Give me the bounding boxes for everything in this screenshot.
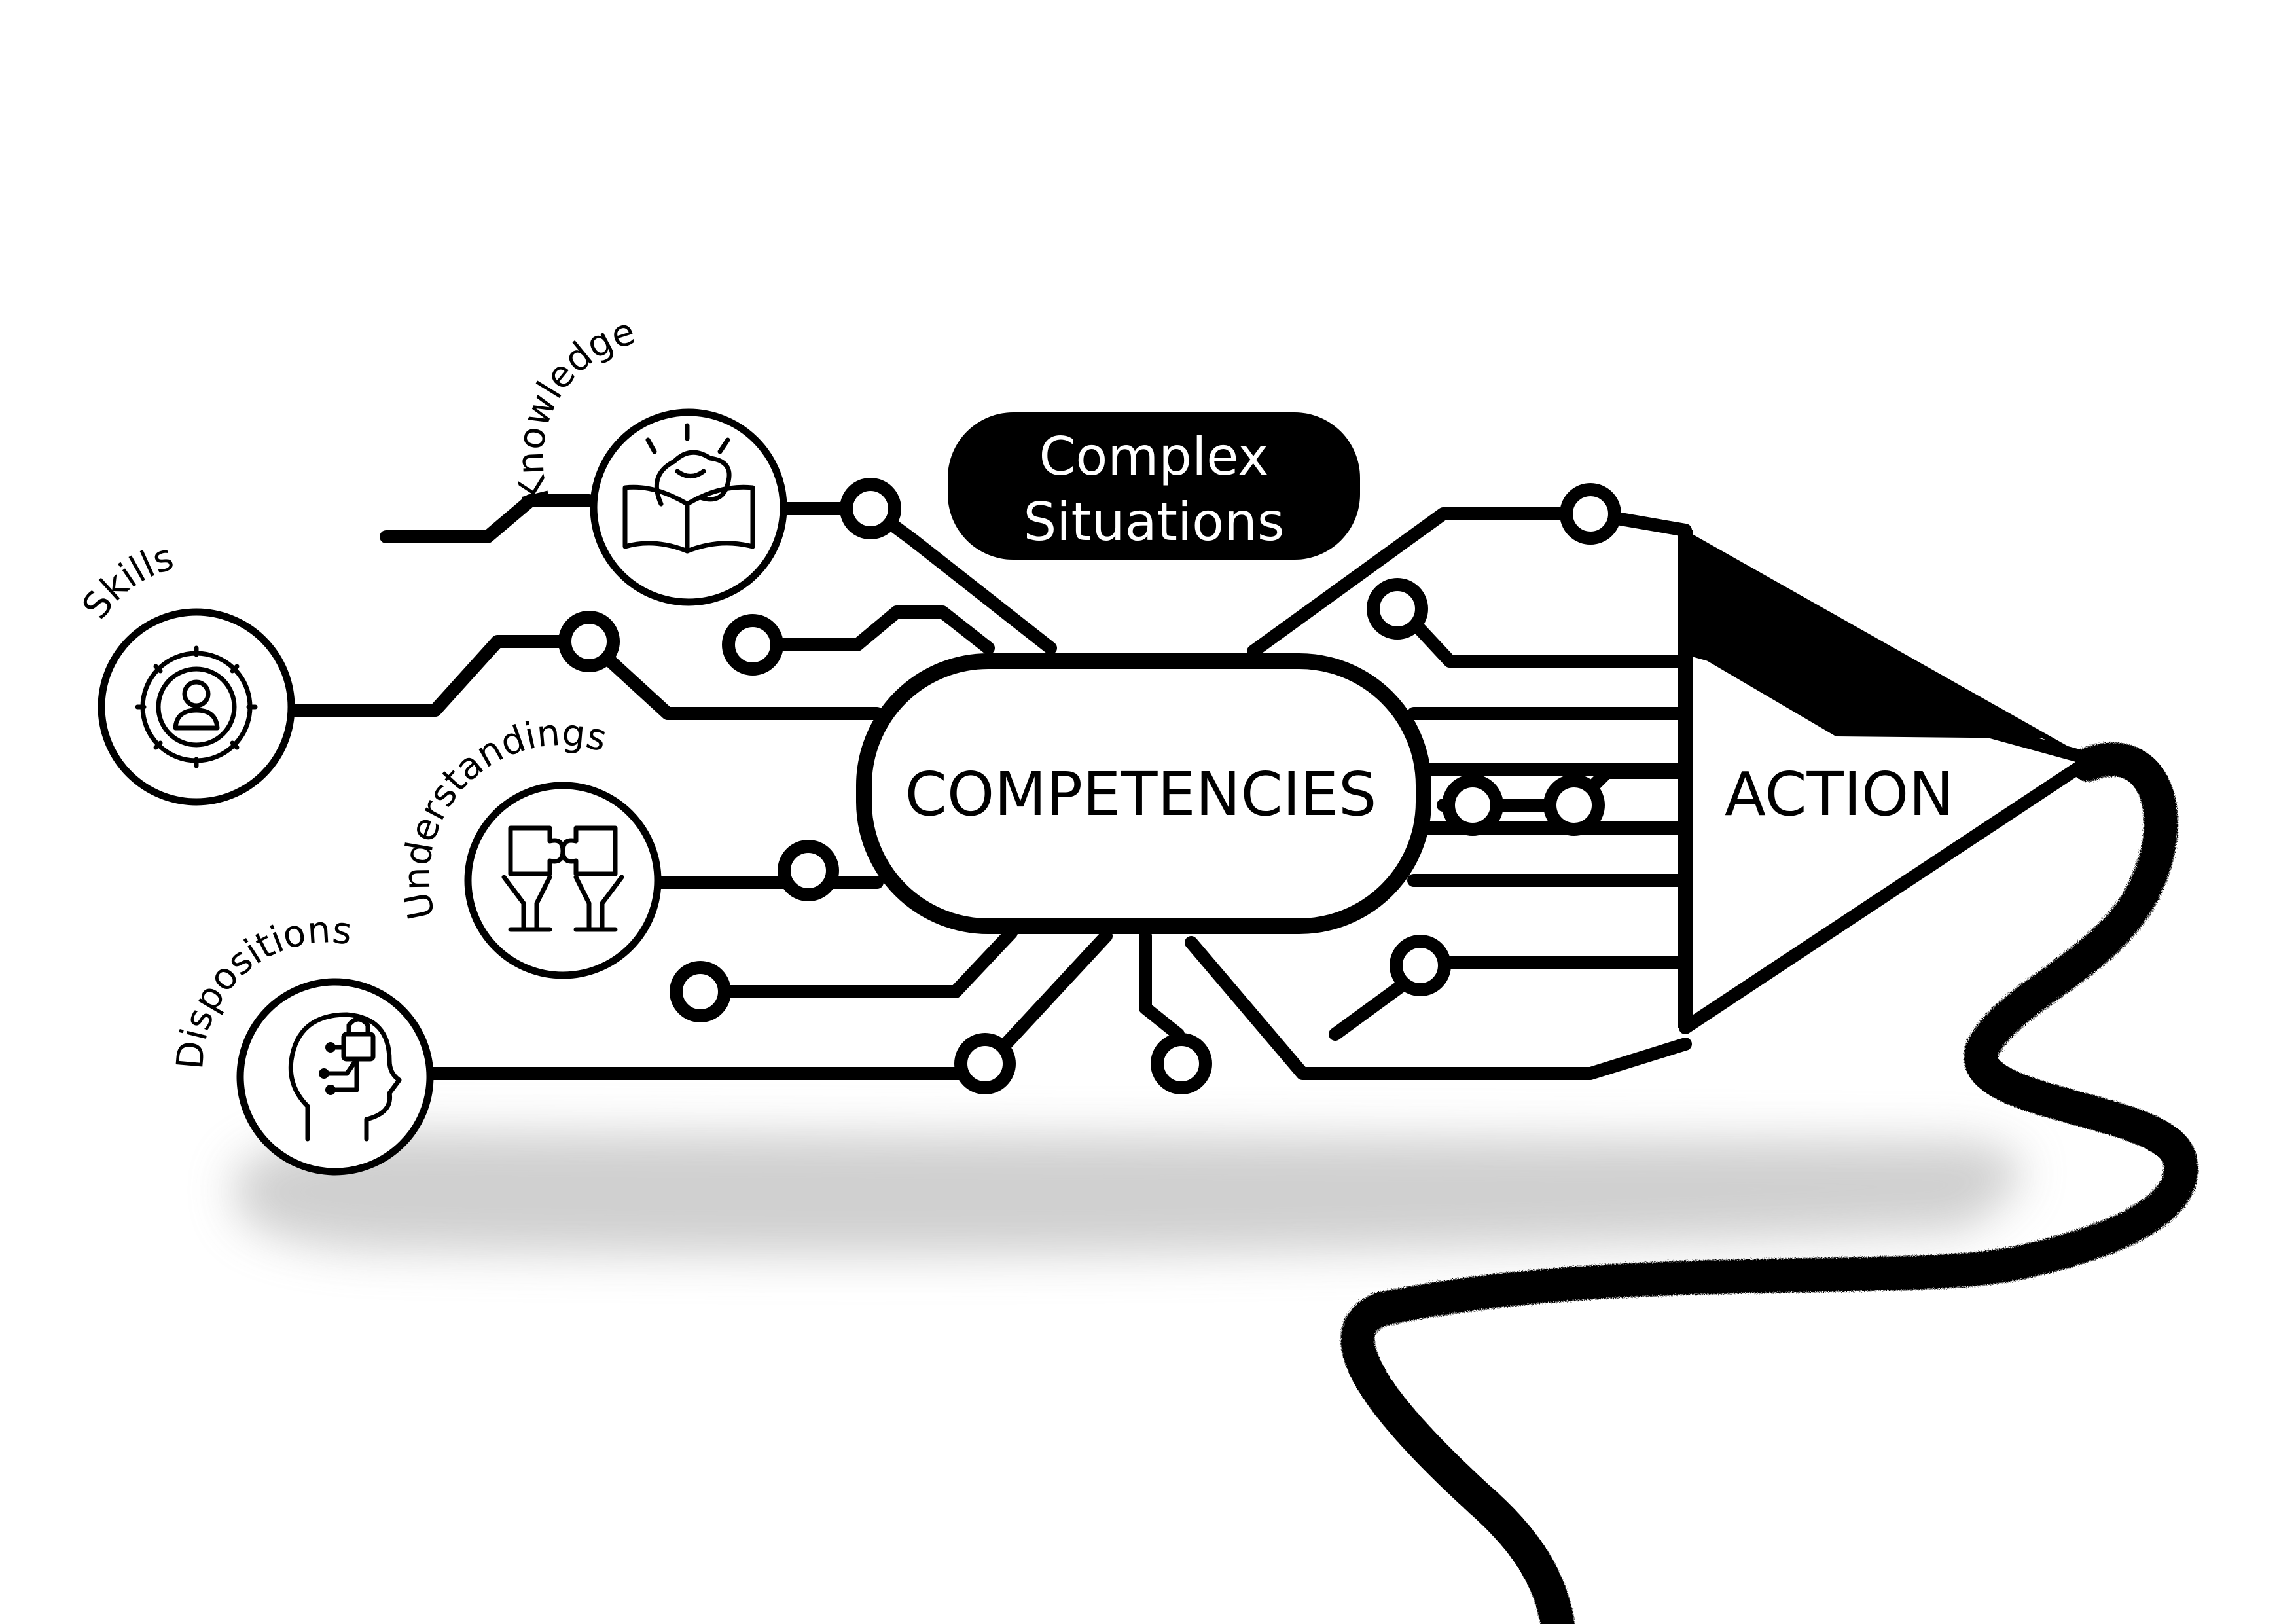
pencil-trail [1340,742,2198,1624]
node [722,614,783,676]
skills-input: Skills [74,536,295,806]
complex-situations-line2: Situations [1023,492,1284,552]
node [1390,935,1451,996]
understandings-input: Understandings [396,712,662,979]
node [840,478,901,539]
node [558,611,620,672]
pencil-body-outline [1247,507,1692,658]
node [1367,578,1428,640]
competencies-label: COMPETENCIES [905,759,1377,829]
node [954,1033,1016,1094]
understandings-ring [464,782,662,979]
node [1543,774,1605,836]
node [1442,774,1503,836]
complex-situations-pill: Complex Situations [948,412,1360,560]
dispositions-ring [236,978,434,1176]
action-label: ACTION [1725,759,1954,829]
node [670,961,731,1022]
pencil-body-bottom [1185,936,1692,1080]
dispositions-input: Dispositions [169,909,434,1176]
head-lock-icon [288,1012,402,1142]
complex-situations-line1: Complex [1039,426,1269,487]
brain-book-icon [622,423,755,554]
circuit-nodes [558,478,1621,1094]
knowledge-input: Knowledge [509,310,787,606]
node [1151,1033,1212,1094]
node [1560,483,1621,545]
node [778,840,839,901]
skills-label: Skills [74,536,178,627]
pencil-band [1685,530,2091,759]
competencies-capsule: COMPETENCIES [856,653,1431,934]
gear-person-icon [135,645,258,768]
puzzle-hands-icon [501,825,624,932]
drop-shadow [233,1131,2022,1255]
